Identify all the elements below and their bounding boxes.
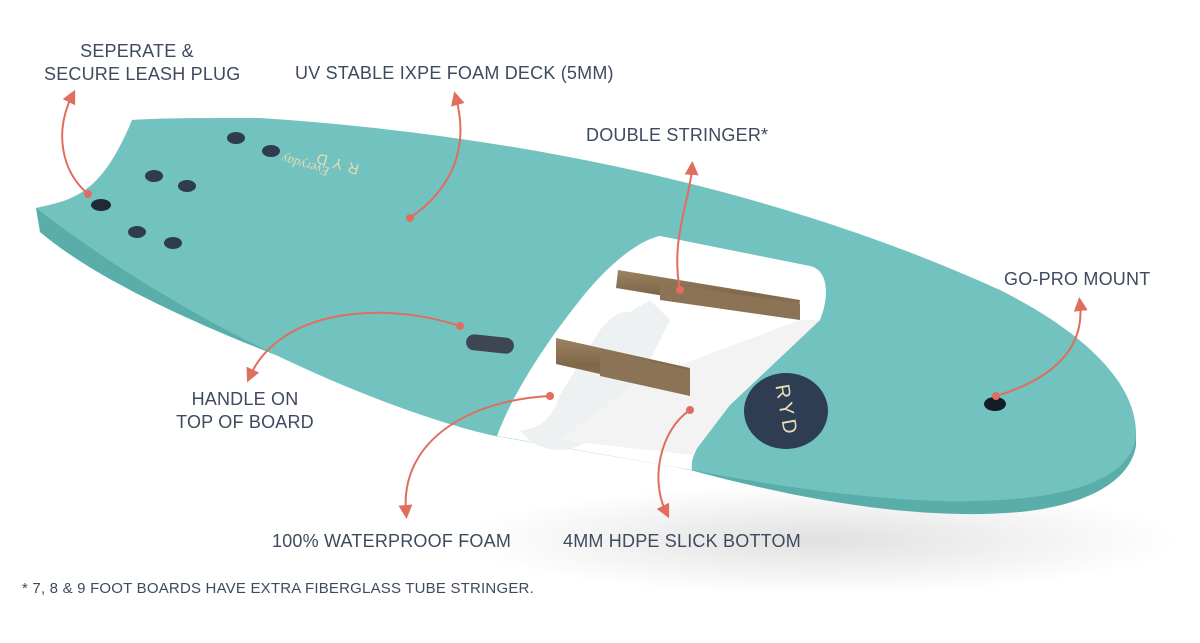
fin-plugs: [128, 132, 280, 249]
callout-gopro-mount: GO-PRO MOUNT: [1004, 268, 1150, 291]
arrow-gopro: [995, 297, 1088, 397]
callout-leash-plug: SEPERATE & SECURE LEASH PLUG: [44, 40, 241, 86]
arrow-double-stringer: [676, 161, 699, 291]
gopro-mount-plug: [984, 397, 1006, 411]
arrow-leash-plug: [61, 89, 89, 195]
stringer-front-top: [600, 350, 690, 396]
arrow-foam-deck: [409, 91, 465, 219]
callout-leash-plug-line1: SEPERATE &: [80, 41, 194, 61]
callout-double-stringer: DOUBLE STRINGER*: [586, 124, 768, 147]
arrow-handle: [246, 311, 461, 383]
callout-handle-line2: TOP OF BOARD: [176, 412, 314, 432]
callout-foam-deck-text: UV STABLE IXPE FOAM DECK (5MM): [295, 63, 614, 83]
footnote: * 7, 8 & 9 FOOT BOARDS HAVE EXTRA FIBERG…: [22, 580, 534, 597]
callout-leash-plug-line2: SECURE LEASH PLUG: [44, 64, 241, 84]
arrow-slick-bottom: [656, 409, 691, 519]
callout-waterproof-foam: 100% WATERPROOF FOAM: [272, 530, 511, 553]
handle-slot: [466, 334, 514, 354]
arrow-waterproof: [398, 395, 551, 519]
leash-plug: [91, 199, 111, 211]
foam-core-shade: [520, 300, 670, 450]
callout-foam-deck: UV STABLE IXPE FOAM DECK (5MM): [295, 62, 614, 85]
callout-arrows: [61, 89, 1088, 519]
nose-badge: [744, 373, 828, 449]
callout-slick-bottom-text: 4MM HDPE SLICK BOTTOM: [563, 531, 801, 551]
callout-gopro-mount-text: GO-PRO MOUNT: [1004, 269, 1151, 289]
stringer-rear-top: [660, 282, 800, 320]
callout-handle: HANDLE ON TOP OF BOARD: [170, 388, 320, 434]
callout-waterproof-foam-text: 100% WATERPROOF FOAM: [272, 531, 512, 551]
callout-slick-bottom: 4MM HDPE SLICK BOTTOM: [563, 530, 801, 553]
callout-double-stringer-text: DOUBLE STRINGER*: [586, 125, 769, 145]
callout-dots: [84, 190, 1000, 414]
callout-handle-line1: HANDLE ON: [191, 389, 299, 409]
